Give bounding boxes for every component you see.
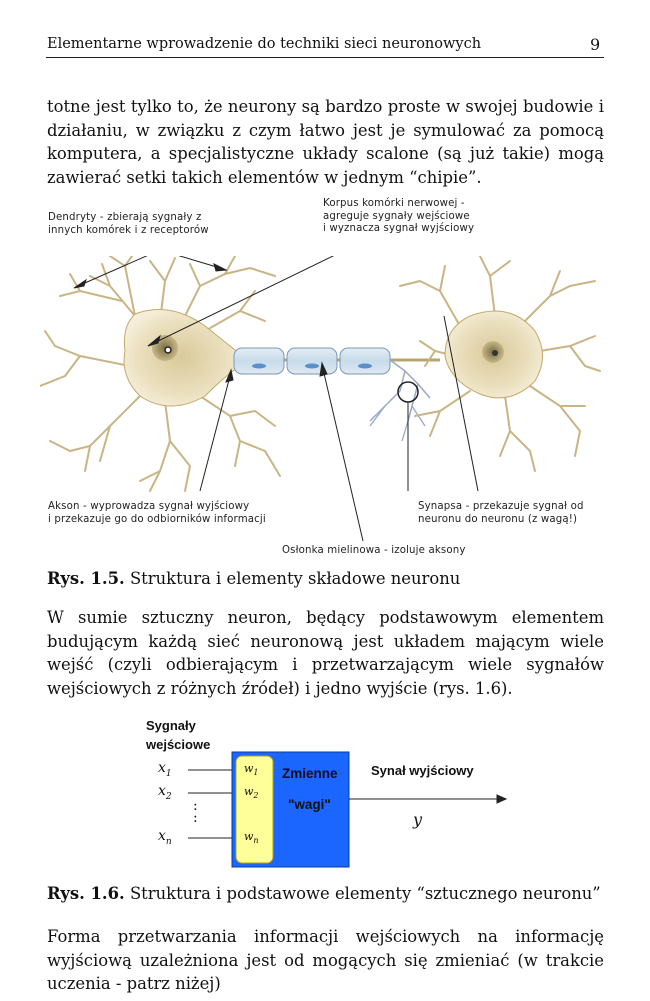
artificial-neuron-figure xyxy=(188,751,508,868)
page-number: 9 xyxy=(590,35,601,54)
output-y: y xyxy=(413,810,423,829)
figure-1-5-caption: Rys. 1.5. Struktura i elementy składowe … xyxy=(47,569,460,588)
box-label-variable: Zmienne xyxy=(282,766,338,781)
input-x2: x2 xyxy=(158,783,172,802)
input-xn: xn xyxy=(158,828,172,847)
annotation-pointers xyxy=(73,256,479,542)
running-header-title: Elementarne wprowadzenie do techniki sie… xyxy=(47,36,482,52)
neuron-structure-figure xyxy=(40,256,601,542)
caption-text: Struktura i podstawowe elementy “sztuczn… xyxy=(129,884,601,903)
figure-1-6-caption: Rys. 1.6. Struktura i podstawowe element… xyxy=(47,884,601,903)
weight-w1: w1 xyxy=(244,762,259,778)
label-myelin: Osłonka mielinowa - izoluje aksony xyxy=(282,545,466,556)
output-title: Synał wyjściowy xyxy=(371,763,474,778)
label-cell-body: Korpus komórki nerwowej - agreguje sygna… xyxy=(323,198,475,235)
weight-w2: w2 xyxy=(244,785,259,801)
axon-myelin-sheath xyxy=(233,347,440,442)
label-synapse: Synapsa - przekazuje sygnał od neuronu d… xyxy=(418,501,584,525)
box-label-weights: "wagi" xyxy=(288,797,331,812)
body-paragraph-1: totne jest tylko to, że neurony są bardz… xyxy=(47,97,604,187)
right-neuron-soma xyxy=(444,310,543,399)
caption-number: Rys. 1.6. xyxy=(47,884,125,903)
synapse-marker xyxy=(397,381,419,403)
label-dendrites: Dendryty - zbierają sygnały z innych kom… xyxy=(48,212,209,236)
left-neuron-soma xyxy=(123,309,241,407)
weight-wn: wn xyxy=(244,830,259,846)
body-paragraph-3: Forma przetwarzania informacji wejściowy… xyxy=(47,927,604,993)
input-ellipsis: :: xyxy=(193,798,198,826)
body-paragraph-2: W sumie sztuczny neuron, będący podstawo… xyxy=(47,608,604,698)
caption-text: Struktura i elementy składowe neuronu xyxy=(129,569,461,588)
weights-panel xyxy=(235,755,274,864)
header-rule xyxy=(46,57,604,58)
inputs-title: Sygnały wejściowe xyxy=(146,718,211,752)
caption-number: Rys. 1.5. xyxy=(47,569,125,588)
input-x1: x1 xyxy=(158,760,172,779)
left-neuron-dendrites xyxy=(40,256,281,492)
label-axon: Akson - wyprowadza sygnał wyjściowy i pr… xyxy=(48,501,266,525)
output-arrow xyxy=(349,794,508,804)
